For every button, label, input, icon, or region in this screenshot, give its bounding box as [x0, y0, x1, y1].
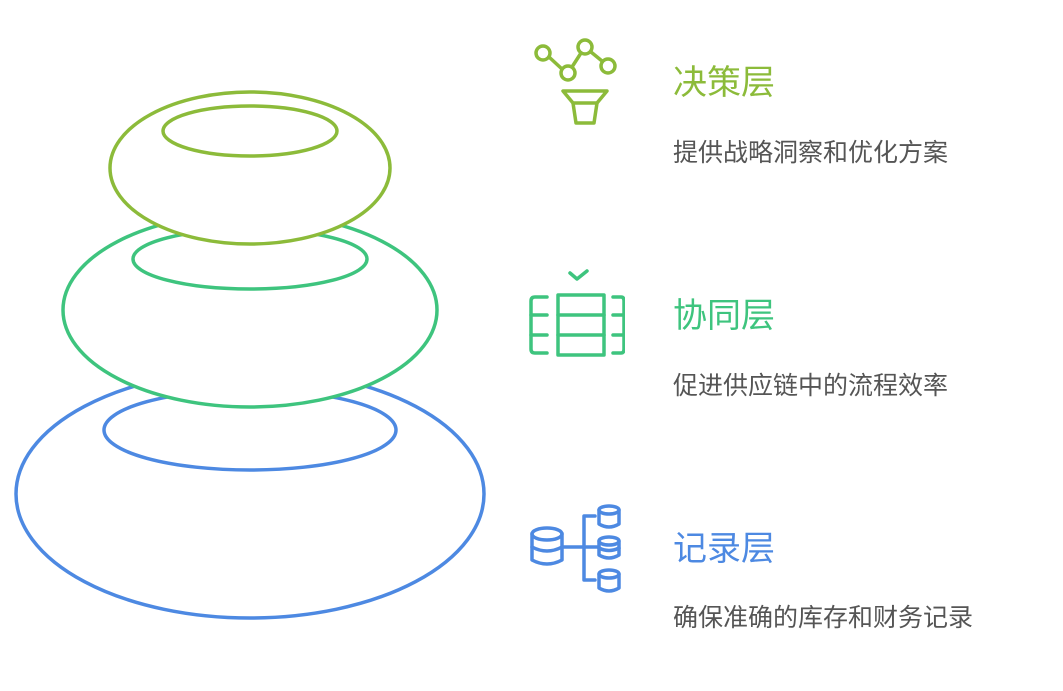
collab-layer-torus	[61, 211, 439, 409]
server-rack-check-icon	[529, 269, 625, 357]
record-layer-torus	[14, 368, 486, 620]
database-tree-icon	[530, 504, 621, 593]
decision-layer-description: 提供战略洞察和优化方案	[673, 138, 949, 167]
record-layer-title: 记录层	[673, 529, 775, 569]
decision-layer-title: 决策层	[673, 63, 775, 103]
collab-layer-title: 协同层	[673, 296, 775, 336]
record-layer-description: 确保准确的库存和财务记录	[673, 603, 974, 632]
decision-layer-torus	[108, 90, 392, 246]
collab-layer-description: 促进供应链中的流程效率	[673, 371, 949, 400]
analytics-funnel-icon	[534, 38, 617, 125]
